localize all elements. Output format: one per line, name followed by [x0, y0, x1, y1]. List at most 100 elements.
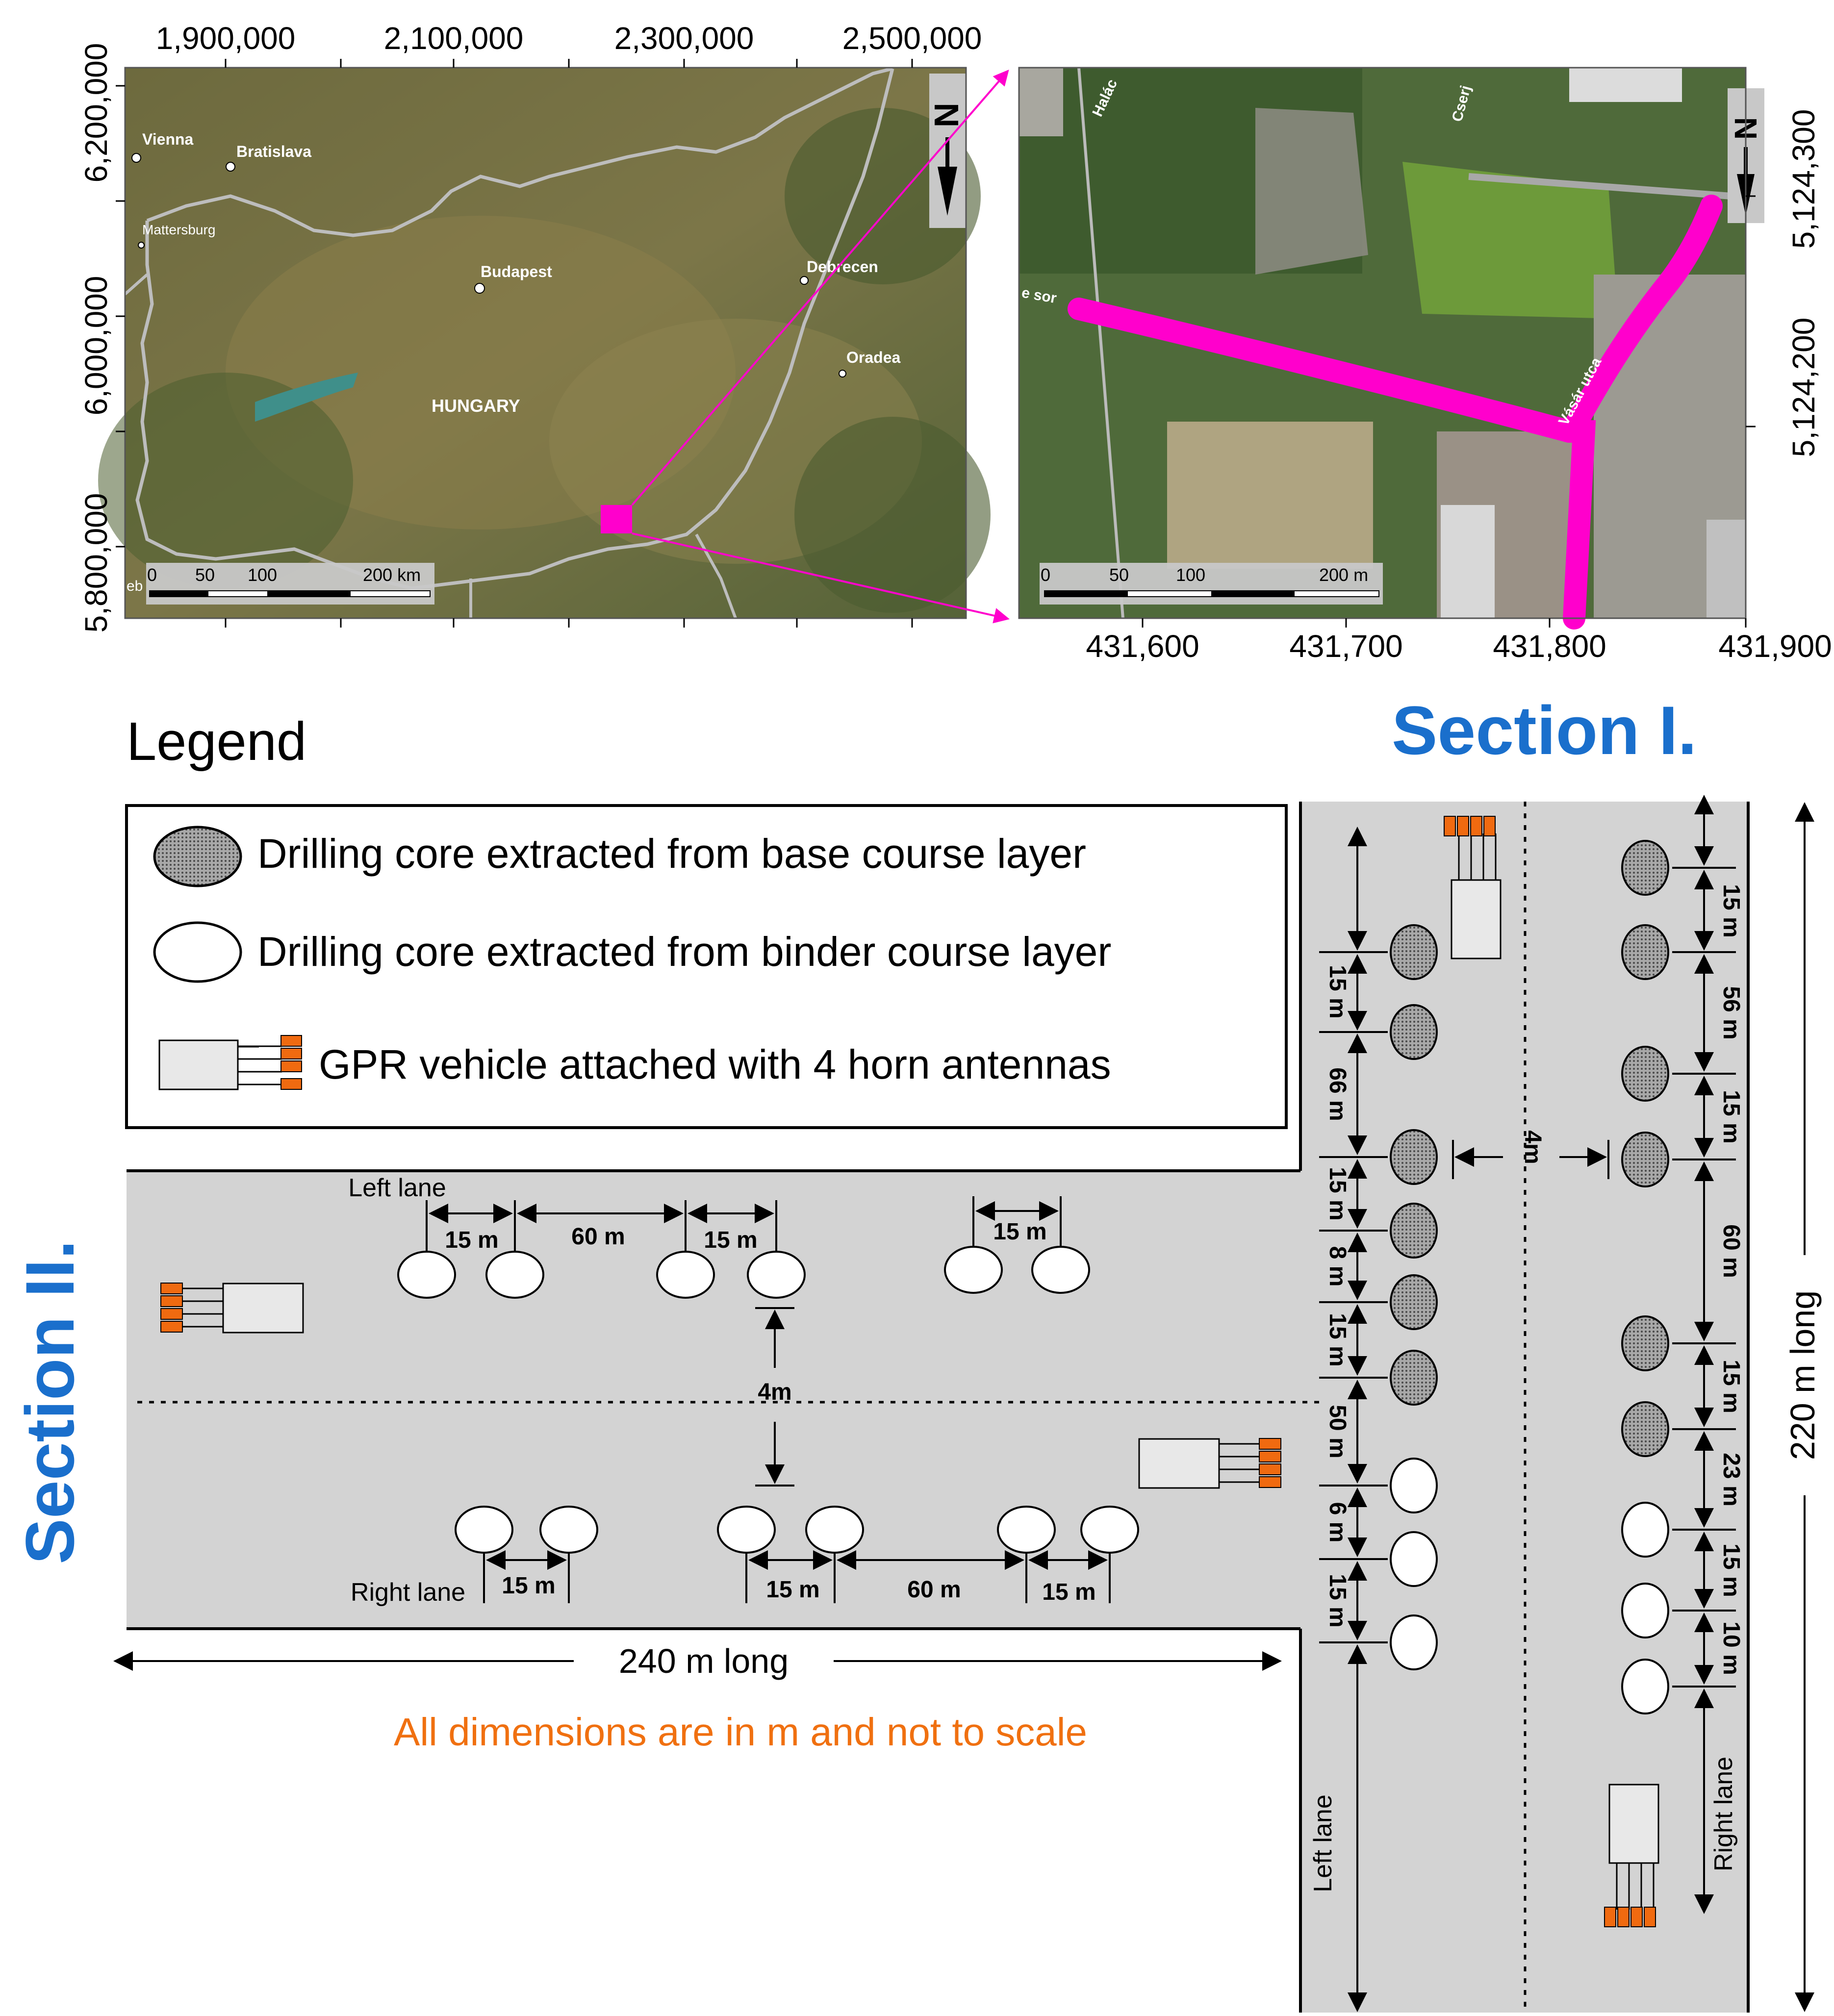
- legend-base-course-core-icon: [153, 826, 242, 887]
- section-1-left-spacing-label: 6 m: [1325, 1502, 1350, 1543]
- section-2-left-lane-cores: [397, 1246, 1090, 1299]
- scale-label-200m-detail: 200 m: [1319, 565, 1368, 585]
- detail-x-tick-label: 431,700: [1289, 629, 1402, 664]
- scale-label-100: 100: [248, 565, 277, 585]
- section-2-lane-width-label: 4m: [758, 1379, 791, 1405]
- detail-x-tick-label: 431,600: [1086, 629, 1199, 664]
- core-binder-course: [1621, 1659, 1669, 1714]
- partial-city-label: eb: [127, 578, 143, 594]
- overview-x-tick-label: 2,500,000: [842, 21, 982, 56]
- legend-gpr-vehicle-icon: [158, 1035, 302, 1090]
- road-layout: [127, 802, 1750, 2013]
- core-base-course: [1621, 1315, 1669, 1371]
- detail-map-frame: [1018, 67, 1747, 619]
- legend-item-base-course: Drilling core extracted from base course…: [257, 831, 1086, 877]
- section-1-right-spacing-label: 10 m: [1718, 1621, 1744, 1675]
- study-area-marker: [601, 505, 632, 533]
- section-1-right-spacing-label: 15 m: [1718, 1090, 1744, 1143]
- section-1-right-spacing-label: 15 m: [1718, 884, 1744, 937]
- core-binder-course: [539, 1506, 598, 1554]
- section-2-left-spacing-label: 60 m: [571, 1224, 625, 1250]
- section-1-left-spacing-label: 15 m: [1325, 1167, 1350, 1220]
- section-2-lane-width-dimension: [755, 1307, 794, 1487]
- overview-map-frame: [124, 67, 967, 619]
- section-2-right-spacing-label: 60 m: [907, 1577, 961, 1603]
- section-2-title: Section II.: [11, 1240, 88, 1564]
- road-surface: [127, 802, 1748, 2013]
- section-2-left-dimensions: [426, 1196, 1062, 1253]
- scale-note: All dimensions are in m and not to scale: [394, 1710, 1087, 1754]
- legend-item-gpr-vehicle: GPR vehicle attached with 4 horn antenna…: [319, 1041, 1111, 1087]
- city-label-budapest: Budapest: [481, 263, 552, 280]
- city-label-vienna: Vienna: [142, 130, 194, 148]
- scale-label-100-detail: 100: [1176, 565, 1205, 585]
- core-binder-course: [1080, 1506, 1139, 1554]
- gpr-vehicle-section-2-left: [160, 1283, 304, 1334]
- detail-y-tick-label: 5,124,200: [1786, 318, 1821, 457]
- core-base-course: [1390, 924, 1438, 980]
- gpr-vehicle-section-1-left: [1444, 816, 1502, 959]
- scale-label-50: 50: [195, 565, 215, 585]
- section-1-left-spacing-label: 50 m: [1325, 1405, 1350, 1458]
- core-binder-course: [1621, 1502, 1669, 1558]
- section-1-left-spacing-label: 15 m: [1325, 1313, 1350, 1366]
- section-1-left-spacing-label: 66 m: [1325, 1067, 1350, 1121]
- scale-bar-box: [146, 563, 434, 605]
- scale-label-50-detail: 50: [1109, 565, 1129, 585]
- core-base-course: [1621, 1046, 1669, 1102]
- legend-binder-course-core-icon: [153, 921, 242, 983]
- overview-y-tick-label: 5,800,000: [78, 493, 114, 633]
- core-binder-course: [455, 1506, 513, 1554]
- detail-x-tick-label: 431,900: [1718, 629, 1832, 664]
- overview-x-tick-label: 1,900,000: [156, 21, 296, 56]
- section-2-right-spacing-label: 15 m: [1042, 1579, 1095, 1605]
- zoom-connector-top: [631, 69, 1009, 506]
- survey-route-section-2: [1068, 298, 1596, 630]
- legend-box: Drilling core extracted from base course…: [125, 804, 1288, 1129]
- overview-x-tick-label: 2,300,000: [614, 21, 754, 56]
- section-1-title: Section I.: [1392, 692, 1697, 769]
- section-2-left-spacing-label: 15 m: [445, 1227, 498, 1253]
- section-1-lane-width-dimension: [1452, 1140, 1609, 1179]
- section-1-left-spacing-label: 15 m: [1325, 1574, 1350, 1627]
- core-base-course: [1390, 1350, 1438, 1406]
- core-binder-course: [944, 1246, 1003, 1294]
- core-base-course: [1390, 1129, 1438, 1185]
- section-1-left-lane-cores: [1390, 924, 1438, 1670]
- section-1-left-lane-label: Left lane: [1309, 1794, 1337, 1892]
- detail-y-tick-label: 5,124,300: [1786, 109, 1821, 249]
- section-1-right-spacing-label: 15 m: [1718, 1543, 1744, 1597]
- core-base-course: [1621, 924, 1669, 980]
- core-base-course: [1390, 1203, 1438, 1259]
- overview-y-tick-label: 6,200,000: [78, 43, 114, 183]
- scale-bar-box-detail: [1040, 563, 1383, 605]
- overview-map: Vienna Bratislava Mattersburg Budapest D…: [78, 21, 991, 632]
- border-north: [146, 67, 893, 237]
- core-base-course: [1621, 840, 1669, 896]
- section-1-right-spacing-label: 15 m: [1718, 1360, 1744, 1413]
- section-1-right-spacing-label: 60 m: [1718, 1224, 1744, 1278]
- core-binder-course: [747, 1251, 806, 1299]
- section-1-lane-width-label: 4m: [1520, 1130, 1546, 1164]
- city-label-bratislava: Bratislava: [236, 143, 311, 160]
- core-binder-course: [1031, 1246, 1090, 1294]
- core-binder-course: [805, 1506, 864, 1554]
- survey-route-section-1: [1560, 195, 1723, 443]
- core-base-course: [1390, 1004, 1438, 1060]
- section-2-right-lane-cores: [455, 1506, 1139, 1554]
- core-base-course: [1390, 1274, 1438, 1330]
- core-binder-course: [485, 1251, 544, 1299]
- scale-label-0-detail: 0: [1041, 565, 1050, 585]
- section-2-right-spacing-label: 15 m: [766, 1577, 819, 1603]
- gpr-vehicle-section-2-right: [1138, 1438, 1281, 1489]
- scale-label-0: 0: [147, 565, 157, 585]
- section-1-right-dimensions: [1672, 795, 1736, 1914]
- gpr-vehicle-section-1-right: [1604, 1784, 1659, 1927]
- overview-x-tick-label: 2,100,000: [384, 21, 524, 56]
- section-2-length-label: 240 m long: [619, 1642, 789, 1680]
- section-1-right-spacing-label: 56 m: [1718, 986, 1744, 1039]
- section-1-length-label: 220 m long: [1783, 1290, 1822, 1460]
- lake-balaton: [255, 373, 358, 422]
- section-1-right-lane-label: Right lane: [1709, 1757, 1738, 1871]
